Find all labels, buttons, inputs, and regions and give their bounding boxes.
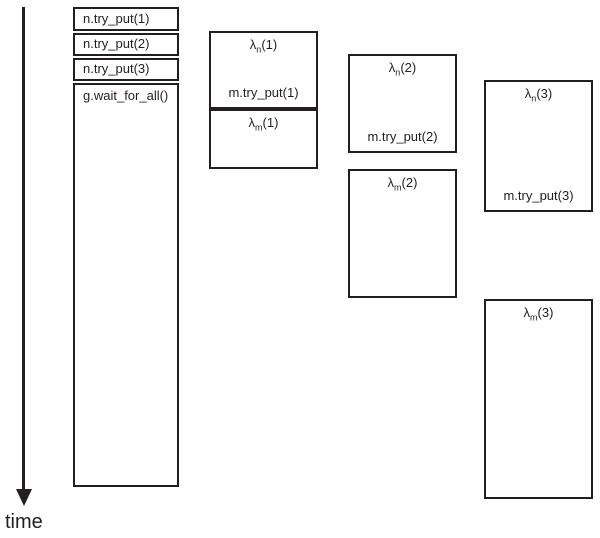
time-axis-label: time <box>5 511 43 533</box>
call-label: n.try_put(3) <box>83 61 150 77</box>
task-lambda-m3-box: λm(3) <box>484 299 593 499</box>
task-lambda-n1-label: λn(1) <box>249 37 278 55</box>
task-lambda-m3-label: λm(3) <box>523 305 554 323</box>
task-lambda-m1-box: λm(1) <box>209 109 318 169</box>
call-n-try-put-2: n.try_put(2) <box>73 33 179 56</box>
call-label: n.try_put(1) <box>83 10 150 26</box>
time-axis-arrowhead-icon <box>16 489 32 506</box>
task-lambda-n1-box: λn(1) m.try_put(1) <box>209 31 318 109</box>
task-n1-call-label: m.try_put(1) <box>228 85 299 101</box>
call-label: n.try_put(2) <box>83 36 150 52</box>
task-n2-call-label: m.try_put(2) <box>367 129 438 145</box>
task-lambda-n2-label: λn(2) <box>388 60 417 78</box>
task-lambda-n3-box: λn(3) m.try_put(3) <box>484 80 593 212</box>
task-lambda-m2-box: λm(2) <box>348 169 457 298</box>
task-lambda-m2-label: λm(2) <box>387 175 418 193</box>
call-label: g.wait_for_all() <box>83 88 169 103</box>
task-lambda-n2-box: λn(2) m.try_put(2) <box>348 54 457 153</box>
time-axis-line <box>22 7 25 490</box>
task-lambda-m1-label: λm(1) <box>248 115 279 133</box>
call-g-wait-for-all: g.wait_for_all() <box>73 83 179 487</box>
call-n-try-put-1: n.try_put(1) <box>73 7 179 31</box>
call-n-try-put-3: n.try_put(3) <box>73 58 179 81</box>
task-n3-call-label: m.try_put(3) <box>503 188 574 204</box>
task-lambda-n3-label: λn(3) <box>524 86 553 104</box>
